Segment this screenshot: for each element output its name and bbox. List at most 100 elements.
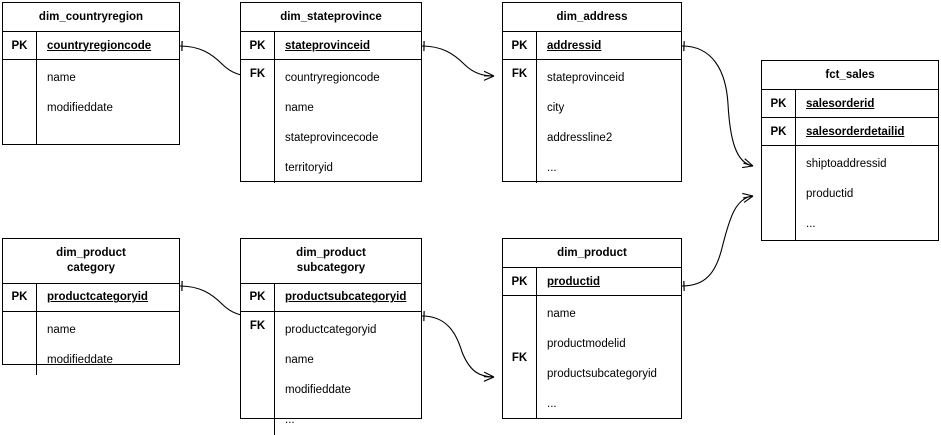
key-badge-pk: PK <box>241 32 275 59</box>
entity-field: name <box>547 299 681 329</box>
entity-title-line: category <box>67 261 115 276</box>
primary-key-field: addressid <box>537 32 681 59</box>
entity-field: name <box>285 345 421 375</box>
entity-field: ... <box>806 209 938 239</box>
entity-title-line: dim_countryregion <box>39 10 143 25</box>
key-badge-pk: PK <box>3 284 37 311</box>
entity-field: territoryid <box>285 153 421 183</box>
entity-key-row[interactable]: PK productcategoryid <box>3 284 179 312</box>
entity-field: addressline2 <box>547 123 681 153</box>
entity-field: shiptoaddressid <box>806 149 938 179</box>
field-label: salesorderid <box>806 98 874 110</box>
entity-title-dim_product: dim_product <box>503 239 681 268</box>
field-label: stateprovinceid <box>285 40 370 52</box>
entity-field: productcategoryid <box>285 315 421 345</box>
key-badge-pk: PK <box>503 32 537 59</box>
entity-title-line: fct_sales <box>825 68 874 83</box>
entity-field: city <box>547 93 681 123</box>
primary-key-field: salesorderid <box>796 90 938 117</box>
entity-key-row[interactable]: PK salesorderdetailid <box>762 118 938 146</box>
field-label: countryregioncode <box>47 40 151 52</box>
key-badge-fk: FK <box>503 296 537 419</box>
entity-title-line: dim_product <box>296 246 366 261</box>
entity-title-dim_address: dim_address <box>503 3 681 32</box>
primary-key-field: salesorderdetailid <box>796 118 938 145</box>
entity-title-line: dim_product <box>557 246 627 261</box>
entity-field: productsubcategoryid <box>547 359 681 389</box>
primary-key-field: stateprovinceid <box>275 32 421 59</box>
key-column-empty <box>762 146 796 240</box>
key-badge-pk: PK <box>762 118 796 145</box>
entity-field: modifieddate <box>285 375 421 405</box>
cardinality-many-marker <box>484 71 494 80</box>
key-badge-pk: PK <box>762 90 796 117</box>
key-badge-pk: PK <box>503 268 537 295</box>
key-badge-fk: FK <box>241 312 275 435</box>
entity-key-row[interactable]: PK productsubcategoryid <box>241 284 421 312</box>
entity-field: name <box>47 63 179 93</box>
entity-field: modifieddate <box>47 345 179 375</box>
primary-key-field: productid <box>537 268 681 295</box>
relationship-line-rel-product-fctsales[interactable] <box>682 196 753 286</box>
entity-key-row[interactable]: PK stateprovinceid <box>241 32 421 60</box>
field-label: salesorderdetailid <box>806 126 904 138</box>
entity-title-fct_sales: fct_sales <box>762 61 938 90</box>
primary-key-field: productsubcategoryid <box>275 284 421 311</box>
entity-field: name <box>285 93 421 123</box>
key-badge-pk: PK <box>241 284 275 311</box>
relationship-line-rel-address-fctsales[interactable] <box>682 46 753 166</box>
relationship-line-rel-stateprovince-address[interactable] <box>422 46 494 76</box>
field-label: addressid <box>547 40 601 52</box>
entity-key-row[interactable]: PK addressid <box>503 32 681 60</box>
entity-field: stateprovinceid <box>547 63 681 93</box>
key-column-empty <box>3 312 37 375</box>
key-badge-fk: FK <box>241 60 275 183</box>
key-column-empty <box>3 60 37 144</box>
entity-field: modifieddate <box>47 93 179 123</box>
key-badge-pk: PK <box>3 32 37 59</box>
entity-field: productid <box>806 179 938 209</box>
entity-title-dim_stateprovince: dim_stateprovince <box>241 3 421 32</box>
entity-field: name <box>47 315 179 345</box>
entity-key-row[interactable]: PK productid <box>503 268 681 296</box>
entity-field: stateprovincecode <box>285 123 421 153</box>
entity-field: ... <box>285 405 421 435</box>
entity-key-row[interactable]: PK salesorderid <box>762 90 938 118</box>
primary-key-field: productcategoryid <box>37 284 179 311</box>
entity-key-row[interactable]: PK countryregioncode <box>3 32 179 60</box>
field-label: productsubcategoryid <box>285 291 406 303</box>
field-label: productid <box>547 276 600 288</box>
relationship-line-rel-subcategory-product[interactable] <box>422 316 494 377</box>
entity-field: ... <box>547 389 681 419</box>
field-label: productcategoryid <box>47 291 148 303</box>
entity-field: productmodelid <box>547 329 681 359</box>
entity-field: ... <box>547 153 681 183</box>
entity-title-line: dim_address <box>557 10 628 25</box>
entity-field: countryregioncode <box>285 63 421 93</box>
entity-title-line: dim_stateprovince <box>280 10 382 25</box>
